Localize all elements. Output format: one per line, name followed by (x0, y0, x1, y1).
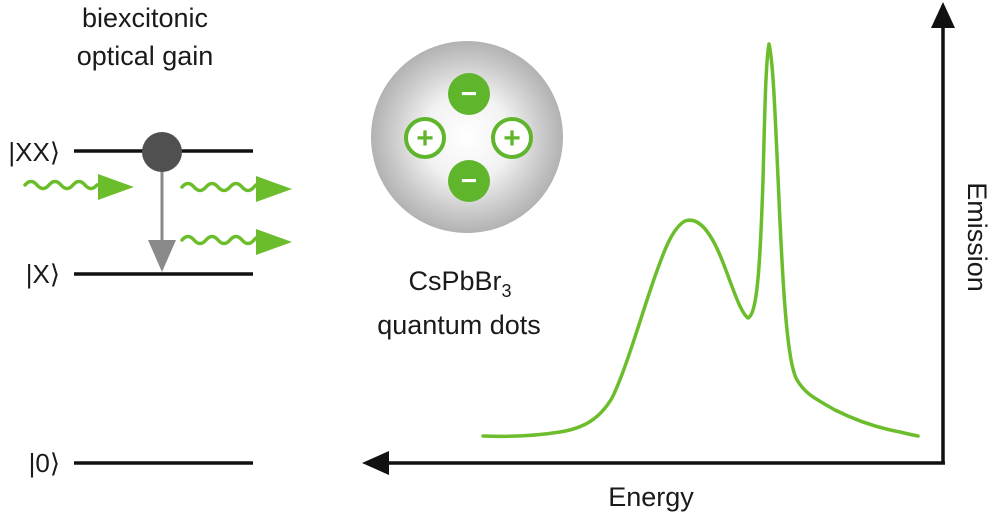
hole-left: + (404, 117, 446, 159)
y-axis-label: Emission (962, 182, 992, 292)
quantum-dot-label-line1: CsPbBr3 (408, 266, 511, 301)
x-axis-label: Energy (608, 482, 694, 512)
x-axis-arrow-icon (362, 451, 389, 475)
hole-right-sign: + (503, 122, 521, 155)
transition-arrow-head-icon (148, 240, 176, 272)
level-zero-label: |0⟩ (29, 448, 60, 478)
quantum-dot-sphere (371, 41, 563, 233)
formula-subscript: 3 (502, 281, 512, 301)
level-xx-label: |XX⟩ (8, 137, 60, 167)
electron-bottom-sign: − (461, 165, 477, 196)
hole-right: + (491, 117, 533, 159)
stimulated-photon-1-icon (180, 176, 292, 202)
formula-main: CsPbBr (408, 266, 501, 296)
biexciton-particle (142, 132, 182, 172)
electron-bottom: − (448, 160, 490, 202)
electron-top-sign: − (461, 78, 477, 109)
stimulated-photon-2-icon (180, 229, 292, 255)
emission-spectrum-curve (481, 42, 920, 439)
y-axis-arrow-icon (931, 2, 955, 28)
incoming-photon-icon (23, 174, 134, 200)
diagram-title-line1: biexcitonic (82, 3, 208, 33)
electron-top: − (448, 73, 490, 115)
diagram-title-line2: optical gain (77, 41, 214, 71)
quantum-dot-label-line2: quantum dots (377, 310, 541, 340)
hole-left-sign: + (416, 122, 434, 155)
level-x-label: |X⟩ (26, 259, 60, 289)
